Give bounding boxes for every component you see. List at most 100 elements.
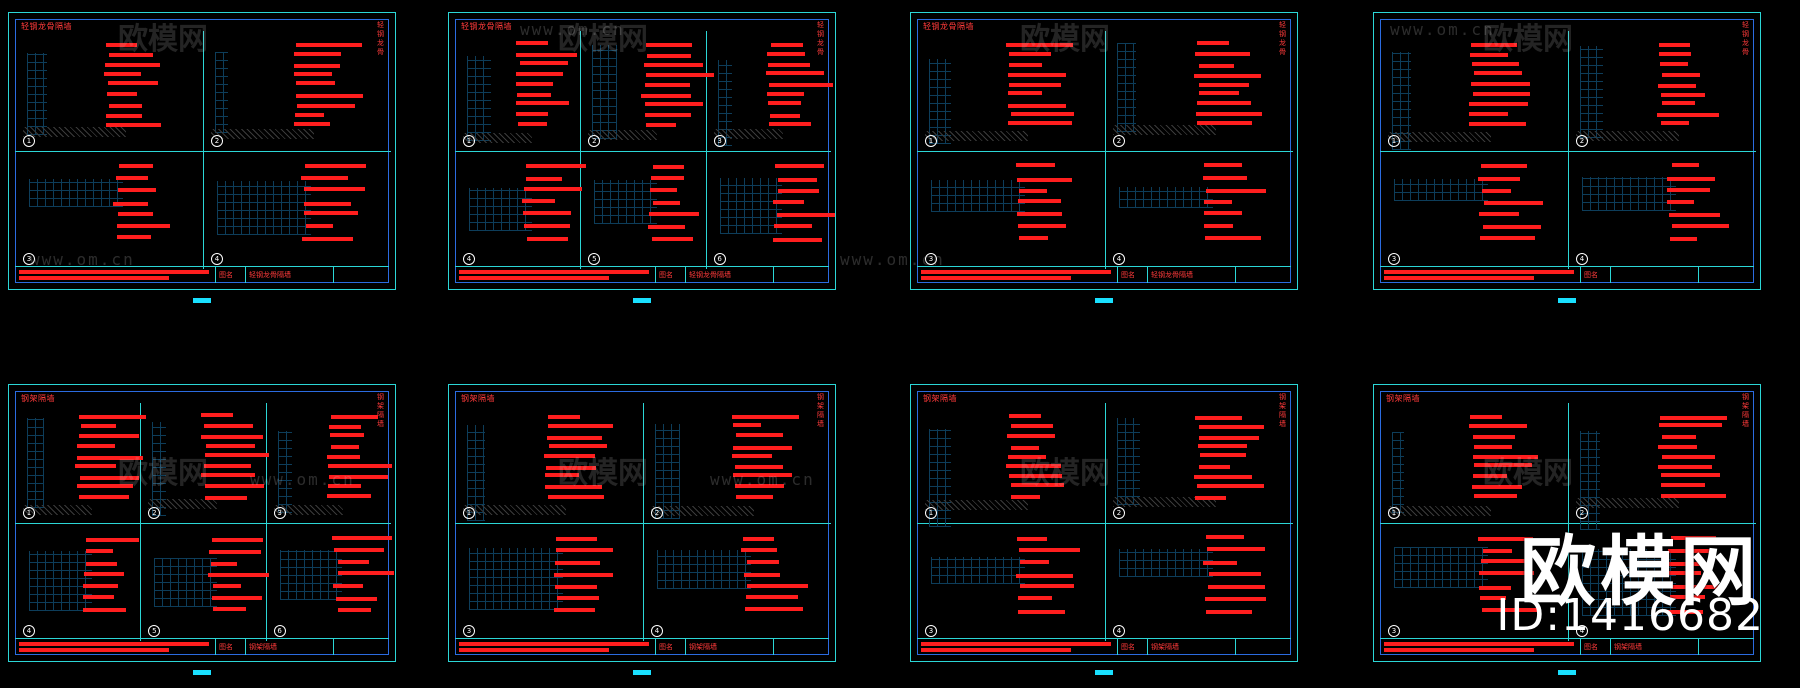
sheet-side-label: 轻钢龙骨: [377, 21, 384, 56]
annotation-text-bar: [79, 433, 140, 438]
detail-number-badge: 1: [23, 507, 35, 519]
annotation-text-bar: [1483, 201, 1544, 206]
annotation-text-bar: [1478, 536, 1534, 541]
title-block-label: 图名: [655, 639, 683, 655]
section-drawing: [1394, 179, 1488, 201]
annotation-text-bar: [1195, 415, 1243, 420]
annotation-text-bar: [1006, 43, 1073, 48]
title-block: 图名轻钢龙骨隔墙: [455, 266, 829, 283]
annotation-text-bar: [1666, 200, 1694, 205]
annotation-text-bar: [1666, 187, 1710, 192]
annotation-text-bar: [652, 236, 693, 241]
annotation-text-bar: [643, 63, 704, 68]
section-drawing: [719, 177, 783, 235]
annotation-text-bar: [1384, 642, 1574, 646]
annotation-text-bar: [1203, 561, 1237, 565]
detail-number-badge: 1: [925, 135, 937, 147]
annotation-text-bar: [459, 270, 649, 274]
detail-number-badge: 2: [1576, 135, 1588, 147]
annotation-text-bar: [106, 122, 161, 127]
annotation-text-bar: [1006, 433, 1056, 438]
annotation-text-bar: [83, 595, 115, 600]
annotation-text-bar: [1659, 423, 1722, 428]
title-block: 图名钢架隔墙: [1380, 638, 1754, 655]
annotation-text-bar: [1483, 225, 1541, 230]
annotation-text-bar: [556, 537, 598, 542]
title-block-cell: [1698, 639, 1758, 655]
title-block-cell: [1698, 267, 1758, 283]
annotation-text-bar: [203, 463, 252, 468]
annotation-text-bar: [1006, 464, 1061, 469]
title-block: 图名钢架隔墙: [917, 638, 1291, 655]
annotation-text-bar: [1203, 223, 1234, 228]
annotation-text-bar: [1473, 445, 1513, 450]
annotation-text-bar: [116, 224, 170, 229]
annotation-text-bar: [525, 176, 562, 181]
url-watermark: www.om.cn: [520, 20, 625, 39]
annotation-text-bar: [1468, 423, 1528, 428]
annotation-text-bar: [303, 211, 359, 216]
annotation-text-bar: [116, 175, 148, 180]
annotation-text-bar: [459, 648, 609, 652]
annotation-text-bar: [644, 102, 703, 107]
title-block-label: 图名: [215, 639, 243, 655]
sheet-side-label: 轻钢龙骨: [1279, 21, 1286, 56]
annotation-text-bar: [201, 434, 263, 439]
annotation-text-bar: [1010, 423, 1053, 428]
annotation-text-bar: [1199, 464, 1231, 469]
annotation-text-bar: [921, 648, 1071, 652]
annotation-text-bar: [769, 121, 812, 126]
annotation-text-bar: [1473, 455, 1539, 460]
annotation-text-bar: [1007, 91, 1042, 96]
annotation-text-bar: [1470, 43, 1518, 48]
detail-number-badge: 4: [651, 625, 663, 637]
annotation-text-bar: [1017, 609, 1066, 614]
annotation-text-bar: [1197, 121, 1253, 126]
detail-number-badge: 3: [463, 625, 475, 637]
annotation-text-bar: [548, 415, 581, 420]
annotation-text-bar: [1667, 176, 1716, 181]
annotation-text-bar: [327, 464, 392, 469]
annotation-text-bar: [1384, 276, 1534, 280]
annotation-text-bar: [1197, 101, 1251, 106]
annotation-text-bar: [520, 61, 569, 66]
annotation-text-bar: [1198, 435, 1259, 440]
annotation-text-bar: [1195, 111, 1262, 116]
annotation-text-bar: [1019, 548, 1080, 553]
annotation-text-bar: [1008, 454, 1047, 459]
annotation-text-bar: [515, 112, 549, 117]
annotation-text-bar: [1008, 82, 1062, 87]
annotation-text-bar: [732, 453, 772, 458]
annotation-text-bar: [1473, 71, 1522, 76]
annotation-text-bar: [1199, 63, 1235, 68]
annotation-text-bar: [1660, 473, 1720, 478]
url-watermark: www.om.cn: [30, 250, 135, 269]
annotation-text-bar: [1472, 91, 1530, 96]
annotation-text-bar: [109, 103, 143, 108]
annotation-text-bar: [1473, 494, 1517, 499]
annotation-text-bar: [106, 91, 137, 96]
annotation-text-bar: [1208, 572, 1261, 577]
annotation-text-bar: [1662, 435, 1696, 440]
sheet-side-label: 钢架隔墙: [1279, 393, 1286, 428]
annotation-text-bar: [1660, 92, 1705, 97]
annotation-text-bar: [921, 276, 1071, 280]
annotation-text-bar: [1017, 595, 1052, 600]
annotation-text-bar: [646, 43, 693, 48]
annotation-text-bar: [211, 595, 262, 600]
sheet-title: 轻钢龙骨隔墙: [461, 22, 512, 31]
annotation-text-bar: [335, 596, 378, 601]
detail-number-badge: 3: [925, 625, 937, 637]
annotation-text-bar: [1193, 73, 1262, 78]
annotation-text-bar: [105, 63, 160, 68]
annotation-text-bar: [1479, 595, 1507, 600]
annotation-text-bar: [1478, 177, 1520, 182]
